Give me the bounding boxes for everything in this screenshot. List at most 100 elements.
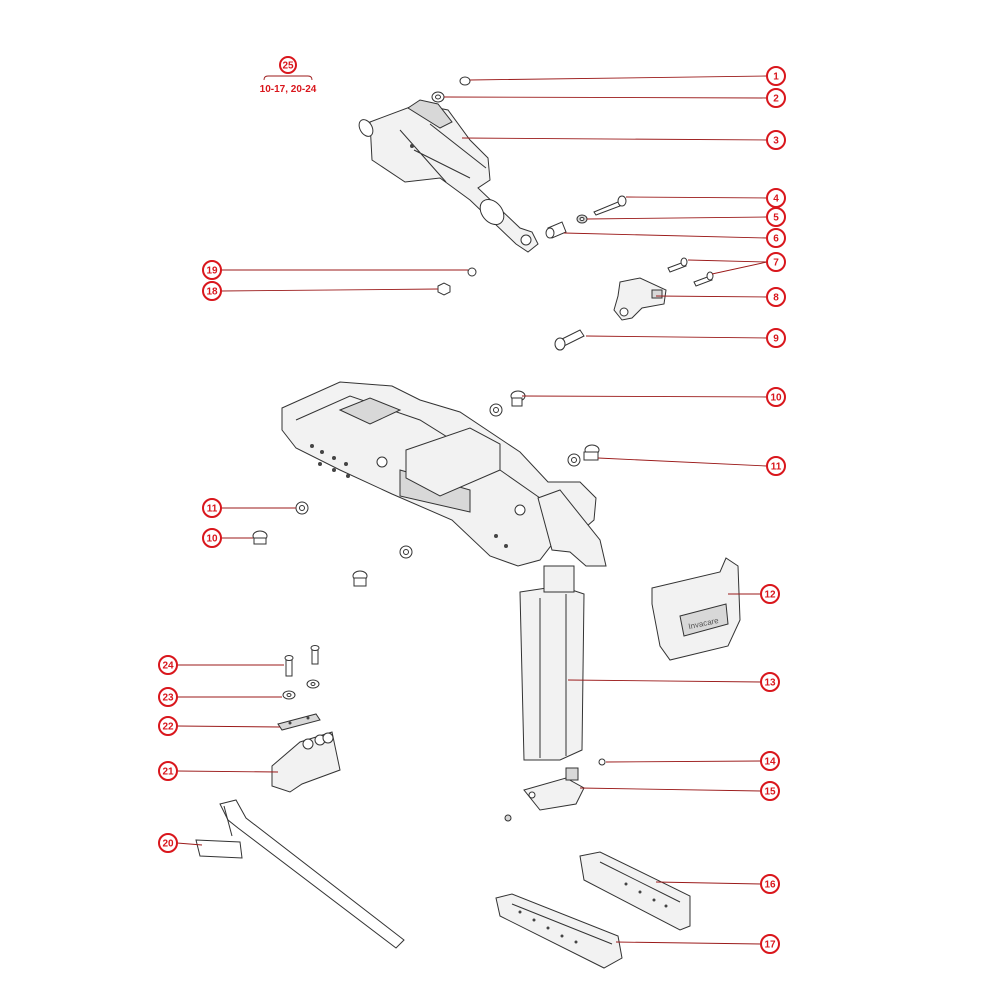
callout-9[interactable]: 9 [585,328,786,348]
kit-brace [263,75,313,81]
callout-11[interactable]: 11 [202,498,296,518]
callout-number: 13 [764,678,776,689]
washer-upper [489,403,503,417]
callout-number: 16 [764,880,776,891]
callout-circle [766,66,786,86]
callout-circle [760,672,780,692]
callout-15[interactable]: 15 [579,781,780,801]
callout-circle [760,934,780,954]
callout-number: 20 [162,839,174,850]
callout-8[interactable]: 8 [655,287,786,307]
leader-line [586,216,768,220]
part-10-bolt-left [252,530,268,545]
callout-3[interactable]: 3 [461,130,786,150]
callout-circle [766,287,786,307]
callout-circle [760,751,780,771]
part-2-washer [431,91,445,103]
part-16-rail [579,851,691,931]
callout-4[interactable]: 4 [625,188,786,208]
callout-1[interactable]: 1 [469,66,786,86]
callout-number: 15 [764,787,776,798]
bolt-lower [352,570,368,587]
part-15-base-plate [523,767,585,811]
part-17-rail [495,893,623,969]
callout-number: 12 [764,590,776,601]
callout-22[interactable]: 22 [158,716,281,736]
leader-line [585,335,768,339]
callout-circle [158,716,178,736]
leader-line [615,941,762,945]
callout-23[interactable]: 23 [158,687,282,707]
part-6-sleeve [545,221,567,239]
part-18-nut [437,282,451,296]
part-9-pin [554,329,585,351]
part-14-pin [598,758,606,766]
leader-line [469,75,768,81]
leader-line [176,770,279,773]
callout-14[interactable]: 14 [605,751,780,771]
part-4-bolt [593,195,627,216]
part-22-plate [277,713,321,731]
callout-layer: 1234567891011111012131415161718192021222… [158,66,786,954]
callout-number: 22 [162,722,174,733]
kit-callout-circle [279,56,297,74]
callout-circle [760,584,780,604]
callout-circle [158,833,178,853]
callout-12[interactable]: 12 [728,584,780,604]
callout-number: 19 [206,266,218,277]
leader-line [625,196,768,199]
callout-13[interactable]: 13 [567,672,780,692]
callout-number: 1 [773,72,779,83]
part-5-nut [576,214,588,224]
callout-number: 10 [206,534,218,545]
main-frame-assembly [281,381,607,567]
callout-number: 9 [773,334,779,345]
leader-line [579,787,762,792]
callout-20[interactable]: 20 [158,833,203,853]
callout-17[interactable]: 17 [615,934,780,954]
part-19-nut [467,267,477,277]
part-11-washer-left [295,501,309,515]
callout-24[interactable]: 24 [158,655,284,675]
callout-18[interactable]: 18 [202,281,439,301]
callout-number: 11 [771,462,782,473]
callout-16[interactable]: 16 [655,874,780,894]
leader-line [176,725,281,728]
callout-7[interactable]: 7 [687,252,786,275]
callout-6[interactable]: 6 [563,228,786,248]
callout-number: 23 [162,693,174,704]
leader-line [567,679,762,683]
callout-5[interactable]: 5 [586,207,786,227]
callout-circle [766,328,786,348]
callout-10[interactable]: 10 [202,528,253,548]
callout-10[interactable]: 10 [521,387,786,407]
callout-circle [766,207,786,227]
part-24-screws [284,645,320,677]
leader-line [655,295,768,298]
part-1-retaining-ring [459,76,471,86]
callout-2[interactable]: 2 [443,88,786,108]
set-screw [504,814,512,822]
callout-circle [766,130,786,150]
callout-19[interactable]: 19 [202,260,468,280]
callout-11[interactable]: 11 [597,456,786,476]
callout-circle [158,761,178,781]
part-11-spacer-upper [567,444,600,467]
callout-circle [766,88,786,108]
callout-circle [766,228,786,248]
callout-number: 24 [162,661,174,672]
kit-callout-25[interactable]: 25 10-17, 20-24 [260,56,317,95]
callout-number: 7 [773,258,779,269]
callout-number: 18 [206,287,218,298]
part-7-screws [667,257,714,287]
leader-line [521,395,768,398]
part-23-washers [282,679,320,700]
callout-number: 10 [770,393,782,404]
callout-number: 5 [773,213,779,224]
callout-circle [760,781,780,801]
callout-21[interactable]: 21 [158,761,279,781]
washer-lower [399,545,413,559]
leader-line [563,232,768,239]
leader-line [687,259,768,263]
